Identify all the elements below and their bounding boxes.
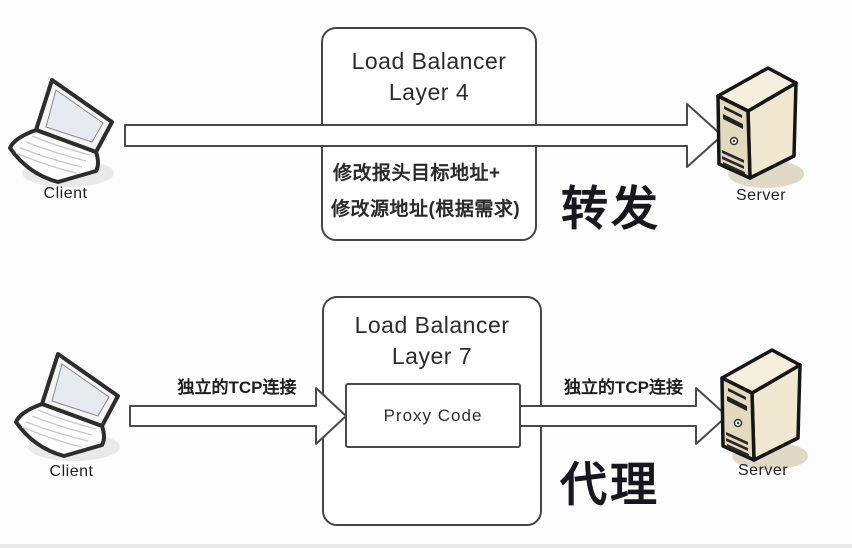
proxy-code-box bbox=[345, 383, 521, 448]
layer4-title-line1: Load Balancer bbox=[351, 48, 507, 74]
layer4-big-label-forwarding: 转发 bbox=[561, 182, 661, 235]
layer7-title-line2: Layer 7 bbox=[391, 343, 473, 369]
layer7-box-title: Load Balancer Layer 7 bbox=[323, 310, 541, 372]
proxy-code-label: Proxy Code bbox=[383, 405, 483, 425]
bottom-edge-strip bbox=[0, 544, 852, 548]
layer4-client-label: Client bbox=[43, 185, 88, 202]
layer7-tcp-right-label: 独立的TCP连接 bbox=[564, 378, 683, 397]
layer7-server-label: Server bbox=[737, 462, 789, 479]
layer4-flow-arrow-icon bbox=[124, 103, 723, 168]
layer7-big-label-proxy: 代理 bbox=[560, 458, 660, 511]
server-tower-icon-layer7 bbox=[720, 348, 810, 472]
client-laptop-icon-layer7 bbox=[14, 352, 122, 463]
layer4-title-line2: Layer 4 bbox=[388, 79, 470, 105]
layer4-note-line1: 修改报头目标地址+ bbox=[333, 163, 501, 184]
layer4-note-line2: 修改源地址(根据需求) bbox=[331, 199, 521, 220]
layer4-box-title: Load Balancer Layer 4 bbox=[322, 46, 536, 108]
client-laptop-icon-layer4 bbox=[8, 78, 116, 189]
layer7-right-arrow-icon bbox=[518, 387, 728, 445]
layer7-title-line1: Load Balancer bbox=[354, 312, 510, 338]
layer7-client-label: Client bbox=[49, 463, 94, 480]
layer4-server-label: Server bbox=[735, 187, 787, 204]
layer7-left-arrow-icon bbox=[129, 387, 347, 445]
layer7-tcp-left-label: 独立的TCP连接 bbox=[177, 378, 297, 397]
server-tower-icon-layer4 bbox=[716, 66, 806, 190]
